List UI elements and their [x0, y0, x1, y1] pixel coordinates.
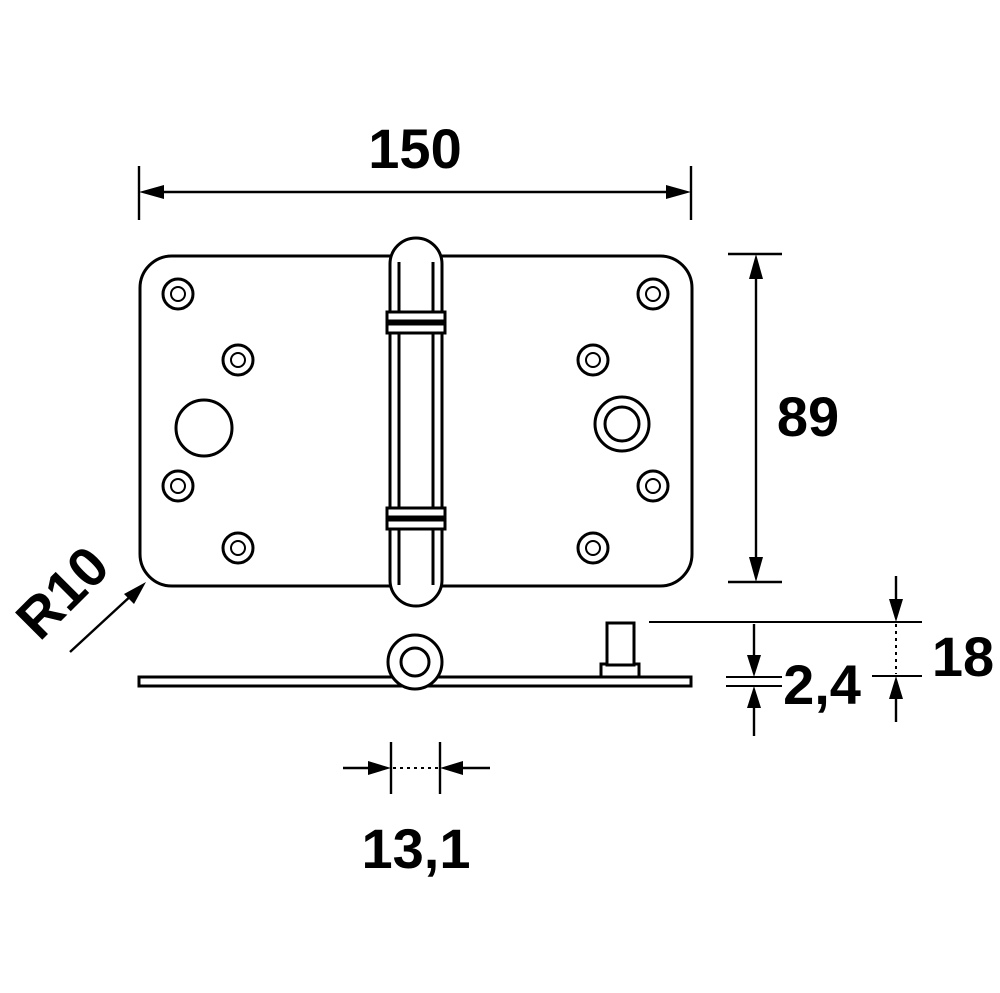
screw-hole	[221, 531, 255, 565]
hinge-barrel	[385, 236, 447, 608]
knuckle-diameter-dimension: 13,1	[343, 742, 490, 880]
pin-hole	[174, 398, 234, 458]
pin-stud	[593, 395, 651, 453]
width-label: 150	[368, 117, 461, 180]
arrow-left	[139, 185, 164, 199]
barrel-ring-top-1	[385, 310, 447, 323]
thickness-label: 2,4	[783, 653, 861, 716]
arrow-down	[747, 655, 761, 677]
radius-label: R10	[4, 534, 121, 651]
screw-hole	[576, 531, 610, 565]
side-knuckle	[386, 633, 444, 691]
height-dimension: 89	[728, 252, 839, 584]
arrow-left	[440, 761, 463, 775]
thickness-dimension: 2,4	[726, 624, 861, 736]
barrel-ring-bottom-1	[385, 506, 447, 519]
screw-hole	[636, 469, 670, 503]
screw-hole	[576, 343, 610, 377]
total-height-dimension: 18	[649, 576, 994, 722]
arrow-up	[889, 676, 903, 699]
hinge-plate-top-view	[138, 236, 694, 608]
barrel-ring-bottom-2	[385, 518, 447, 531]
radius-arrow	[124, 582, 146, 604]
arrow-up	[749, 254, 763, 279]
arrow-right	[666, 185, 691, 199]
screw-hole	[161, 277, 195, 311]
screw-holes	[161, 277, 670, 565]
knuckle-diameter-label: 13,1	[362, 817, 471, 880]
barrel-ring-top-2	[385, 322, 447, 335]
screw-hole	[161, 469, 195, 503]
arrow-right	[368, 761, 391, 775]
side-stud	[599, 621, 641, 679]
arrow-down	[749, 557, 763, 582]
width-dimension: 150	[137, 117, 693, 220]
height-label: 89	[777, 385, 839, 448]
arrow-up	[747, 686, 761, 708]
screw-hole	[636, 277, 670, 311]
screw-hole	[221, 343, 255, 377]
arrow-down	[889, 599, 903, 622]
hinge-side-view	[137, 621, 693, 691]
total-height-label: 18	[932, 625, 994, 688]
radius-dimension: R10	[4, 534, 146, 653]
